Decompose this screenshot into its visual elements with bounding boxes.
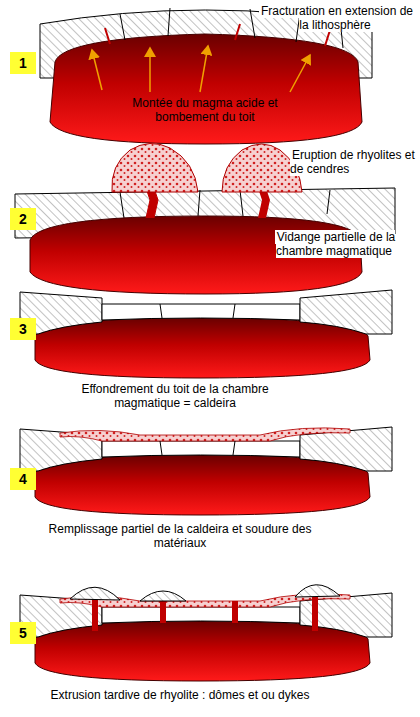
caption-block: Eruption de rhyolites et de cendres bbox=[290, 148, 416, 176]
stage-caption: Extrusion tardive de rhyolite : dômes et… bbox=[51, 688, 310, 702]
callout-number: 2 bbox=[10, 208, 36, 230]
stage-3 bbox=[20, 290, 392, 378]
caption-block: Fracturation en extension de la lithosph… bbox=[258, 4, 414, 32]
stage-caption: Remplissage partiel de la caldeira et so… bbox=[49, 522, 312, 550]
callout-text: 4 bbox=[19, 471, 27, 487]
callout-text: 1 bbox=[19, 55, 27, 71]
caption-block: Vidange partielle de la chambre magmatiq… bbox=[256, 230, 414, 258]
stage-caption: Montée du magma acide et bombement du to… bbox=[132, 96, 277, 124]
stage-caption: Eruption de rhyolites et de cendres bbox=[290, 148, 415, 176]
caption-block: Effondrement du toit de la chambre magma… bbox=[50, 382, 300, 410]
callout-number: 4 bbox=[10, 468, 36, 490]
callout-number: 5 bbox=[10, 622, 36, 644]
callout-text: 3 bbox=[19, 321, 27, 337]
caption-block: Remplissage partiel de la caldeira et so… bbox=[45, 522, 315, 550]
caption-block: Montée du magma acide et bombement du to… bbox=[110, 96, 300, 124]
stage-caption: Fracturation en extension de la lithosph… bbox=[259, 4, 413, 32]
stage-4 bbox=[20, 427, 392, 515]
callout-text: 5 bbox=[19, 625, 27, 641]
stage-caption: Vidange partielle de la chambre magmatiq… bbox=[275, 230, 396, 258]
callout-text: 2 bbox=[19, 211, 27, 227]
callout-number: 3 bbox=[10, 318, 36, 340]
callout-number: 1 bbox=[10, 52, 36, 74]
caption-block: Extrusion tardive de rhyolite : dômes et… bbox=[45, 688, 315, 702]
stage-caption: Effondrement du toit de la chambre magma… bbox=[81, 382, 268, 410]
stage-5 bbox=[20, 585, 392, 681]
